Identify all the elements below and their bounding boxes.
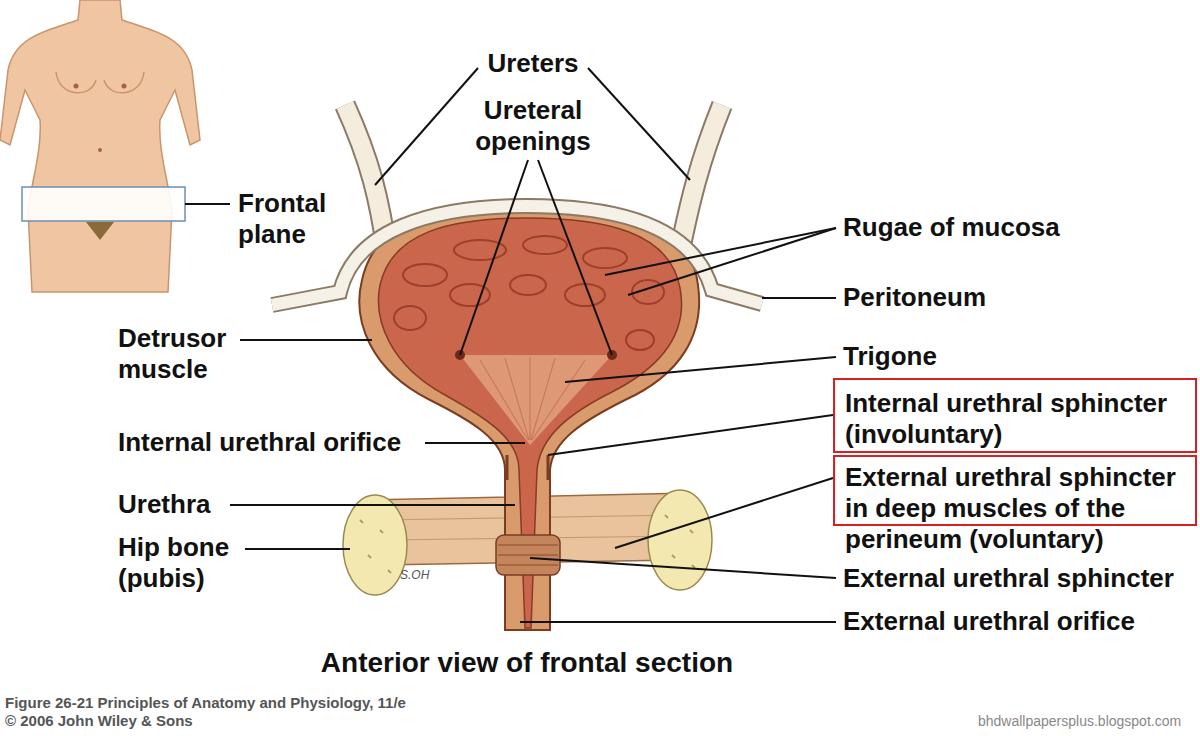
leader-line	[185, 203, 230, 205]
figure-credit: Figure 26-21 Principles of Anatomy and P…	[5, 694, 565, 712]
frontal-plane	[22, 187, 185, 221]
plane-label: Frontal plane	[238, 188, 358, 250]
leader-line	[538, 160, 612, 355]
leader-line	[230, 504, 515, 506]
highlight-box: External urethral sphincter in deep musc…	[833, 455, 1197, 526]
breast-outline	[56, 72, 144, 93]
view-caption: Anterior view of frontal section	[177, 646, 877, 680]
body-silhouette	[0, 0, 200, 292]
leader-line	[460, 160, 528, 355]
structure-label: Hip bone (pubis)	[118, 532, 243, 594]
pubic-region	[86, 222, 114, 240]
leader-line	[588, 68, 690, 180]
structure-label: External urethral orifice	[843, 606, 1193, 637]
copyright-note: © 2006 John Wiley & Sons	[5, 712, 405, 730]
highlighted-label: External urethral sphincter in deep musc…	[845, 462, 1185, 555]
navel	[98, 148, 102, 152]
structure-label: External urethral sphincter	[843, 563, 1193, 594]
watermark: bhdwallpapersplus.blogspot.com	[978, 712, 1198, 730]
external-sphincter	[496, 535, 560, 575]
bladder-lumen	[379, 218, 682, 628]
structure-label: Rugae of mucosa	[843, 212, 1143, 243]
leader-line	[628, 228, 836, 295]
leader-line	[375, 68, 478, 185]
leader-line	[605, 228, 836, 275]
hip-bone	[648, 490, 712, 590]
structure-label: Trigone	[843, 341, 1143, 372]
leader-line	[245, 548, 350, 550]
leader-line	[615, 478, 833, 548]
leader-line	[565, 357, 836, 382]
bone-texture	[360, 515, 695, 573]
structure-label: Detrusor muscle	[118, 323, 243, 385]
peritoneum-sheet	[272, 206, 762, 305]
trigone	[460, 355, 612, 445]
highlighted-label: Internal urethral sphincter (involuntary…	[845, 388, 1185, 450]
highlight-box: Internal urethral sphincter (involuntary…	[833, 378, 1197, 453]
leader-line	[520, 621, 836, 623]
ruga	[565, 284, 605, 306]
internal-sphincter	[507, 455, 548, 480]
hip-bone	[343, 495, 407, 595]
structure-label: Ureteral openings	[458, 95, 608, 157]
rugae	[394, 236, 664, 350]
ruga	[523, 236, 567, 254]
ruga	[510, 275, 546, 295]
structure-label: Ureters	[483, 48, 583, 79]
leader-lines	[185, 68, 836, 622]
artist-signature: S.OH	[400, 568, 450, 582]
leader-line	[240, 339, 372, 341]
leader-line	[548, 415, 833, 455]
ruga	[394, 306, 426, 330]
ruga	[626, 330, 654, 350]
leader-line	[762, 297, 836, 299]
nipple	[122, 84, 127, 89]
ruga	[583, 248, 627, 268]
peritoneum-sheet	[272, 206, 762, 305]
leader-line	[530, 558, 836, 578]
nipple	[74, 84, 79, 89]
ruga	[403, 264, 447, 286]
trigone-folds	[480, 357, 585, 440]
structure-label: Internal urethral orifice	[118, 427, 438, 458]
sphincter-fibres	[498, 545, 558, 565]
leader-line	[425, 442, 525, 444]
sphincter-ring	[496, 535, 560, 575]
peritoneum	[272, 206, 762, 305]
body-inset	[0, 0, 200, 292]
structure-label: Peritoneum	[843, 282, 1143, 313]
structure-label: Urethra	[118, 489, 238, 520]
